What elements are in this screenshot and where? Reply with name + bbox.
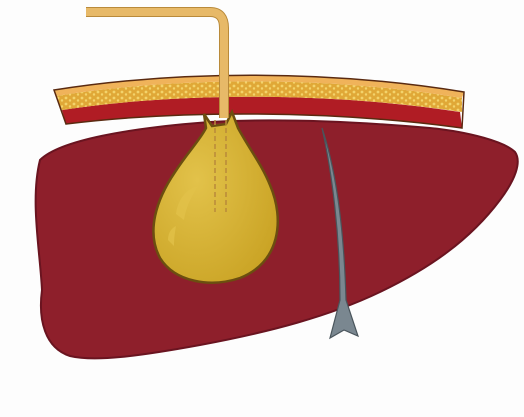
- diagram-canvas: [0, 0, 524, 417]
- cholecystostomy-diagram: [0, 0, 524, 417]
